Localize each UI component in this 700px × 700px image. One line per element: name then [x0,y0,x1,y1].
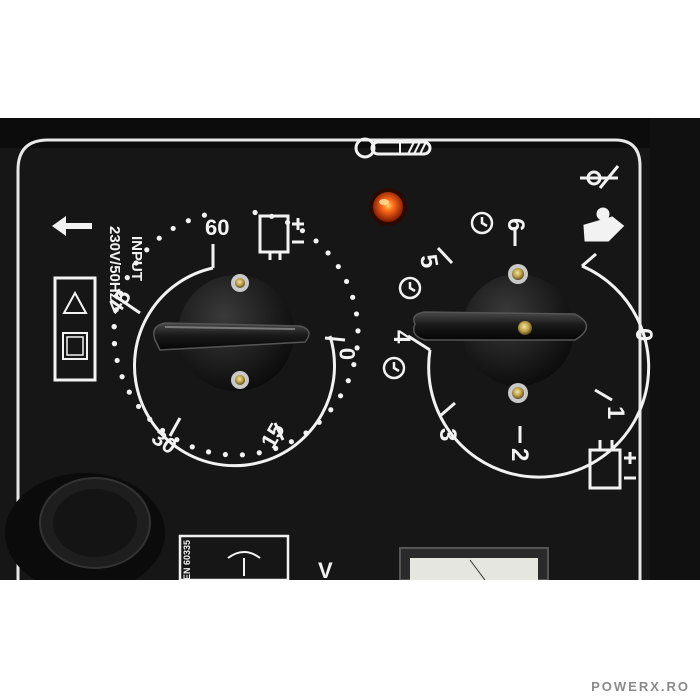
timer-scale-dot [288,439,294,445]
timer-scale-dot [111,341,118,347]
timer-scale-dot [119,374,125,380]
certification-plate: EN 60335 [178,534,290,580]
timer-scale-dot [335,263,341,270]
timer-scale-dot [325,250,331,256]
timer-mark-60: 60 [205,215,229,240]
timer-scale-dot [124,275,130,281]
timer-scale-dot [189,444,195,450]
timer-scale-dot [355,328,361,334]
timer-scale-dot [350,294,356,300]
thermometer-icon [354,137,432,159]
timer-scale-dot [328,407,334,413]
site-watermark: POWERX.RO [591,679,690,694]
timer-scale-dot [353,311,360,317]
overheat-indicator-lamp [369,188,407,226]
selector-mark-3: 3 [434,428,461,441]
timer-scale-dot [256,450,262,456]
timer-scale-dot [273,445,279,451]
timer-scale-dot [343,278,350,285]
timer-scale-dot [113,307,119,313]
timer-scale-dot [222,451,228,458]
timer-scale-dot [170,225,176,232]
timer-scale-dot [133,260,139,266]
charger-control-panel-photo: INPUT 230V/50Hz [0,118,700,580]
timer-scale-dot [114,357,120,364]
battery-icon [258,214,304,260]
timer-scale-dot [201,212,208,218]
ammeter [399,547,549,580]
timer-scale-dot [135,403,142,410]
timer-scale-dot [351,361,357,368]
voltage-label: 230V/50Hz [106,226,123,300]
timer-scale-dot [144,247,150,253]
timer-scale-dot [185,218,191,224]
timer-scale-dot [252,209,258,216]
boost-clock-icon [382,211,494,380]
selector-mark-2: 2 [506,448,533,461]
input-rating: INPUT 230V/50Hz [106,226,145,300]
panel-border [16,138,642,580]
lower-knob[interactable] [5,473,165,580]
timer-scale-dot [337,393,344,399]
battery-icon-right [588,440,636,490]
selector-mark-1: 1 [602,406,629,419]
timer-scale-dot [313,238,319,244]
timer-scale-dots [111,209,361,458]
timer-mark-0: 0 [335,348,360,360]
timer-scale-dot [299,228,306,234]
timer-scale-dot [156,235,162,241]
input-arrow-icon [52,216,92,236]
timer-scale-dot [126,389,132,395]
timer-knob-handle[interactable] [153,322,310,351]
timer-scale-dot [345,378,351,384]
charging-connection-icon [580,165,625,242]
plate-text: EN 60335 [182,540,192,580]
timer-scale-dot [205,449,212,455]
timer-scale-dot [111,324,117,330]
selector-mark-0: 0 [630,328,657,341]
selector-knob-handle[interactable] [413,311,588,341]
selector-mark-4: 4 [388,330,415,344]
svg-text:V: V [318,558,333,580]
timer-scale-dot [174,437,180,443]
timer-scale-dot [118,290,124,296]
selector-scale-arc [427,264,651,479]
selector-mark-6: 6 [502,218,529,231]
safety-symbols-icon [53,276,97,382]
umbrella-icon [227,551,261,559]
current-selector-dial[interactable]: 6 5 4 3 2 1 0 [382,211,657,479]
input-label: INPUT [128,236,145,281]
selector-mark-5: 5 [414,252,443,270]
timer-scale-arc [133,266,336,468]
timer-scale-dot [239,452,245,458]
timer-scale-dot [354,345,360,351]
